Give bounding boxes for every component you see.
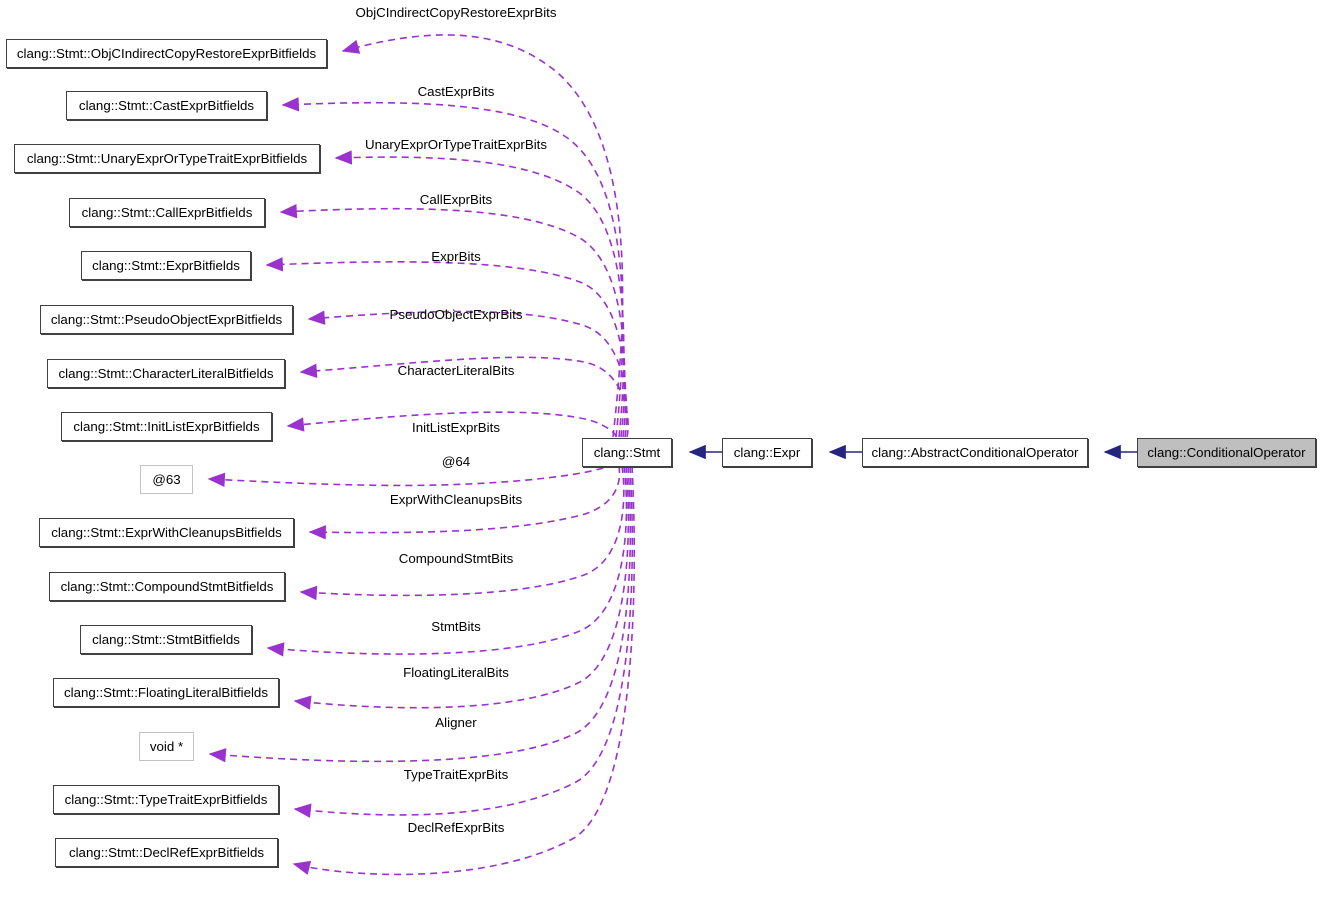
node-exprb[interactable]: clang::Stmt::ExprBitfields (81, 251, 251, 280)
node-floatlit[interactable]: clang::Stmt::FloatingLiteralBitfields (53, 678, 279, 707)
node-label: clang::Stmt::ExprBitfields (92, 257, 240, 273)
edge-label: CallExprBits (419, 192, 493, 207)
usage-edge-declref (292, 465, 636, 876)
node-label: void * (149, 738, 184, 754)
node-cast[interactable]: clang::Stmt::CastExprBitfields (66, 91, 267, 120)
usage-edge-typetrait (293, 465, 634, 818)
usage-edge-exprb (265, 257, 627, 438)
node-objc[interactable]: clang::Stmt::ObjCIndirectCopyRestoreExpr… (6, 39, 327, 68)
node-label: clang::Stmt::PseudoObjectExprBitfields (50, 311, 283, 327)
edge-label: CompoundStmtBits (398, 551, 514, 566)
node-stmt[interactable]: clang::Stmt (582, 438, 672, 467)
edge-label: StmtBits (431, 619, 481, 634)
usage-edge-unary (334, 150, 625, 438)
edge-label: ExprWithCleanupsBits (389, 492, 523, 507)
edge-label: InitListExprBits (412, 420, 500, 435)
node-conditional[interactable]: clang::ConditionalOperator (1137, 438, 1316, 467)
edge-label: ExprBits (431, 249, 481, 264)
node-expr[interactable]: clang::Expr (722, 438, 812, 467)
edge-label: TypeTraitExprBits (403, 767, 509, 782)
usage-edge-compound (299, 465, 625, 601)
node-label: clang::Stmt::ObjCIndirectCopyRestoreExpr… (16, 45, 317, 61)
node-label: clang::Stmt::UnaryExprOrTypeTraitExprBit… (26, 150, 308, 166)
node-unary[interactable]: clang::Stmt::UnaryExprOrTypeTraitExprBit… (14, 144, 320, 173)
usage-edge-cast (281, 97, 624, 438)
node-label: clang::Stmt::InitListExprBitfields (73, 418, 260, 434)
node-label: clang::Stmt::CastExprBitfields (78, 97, 255, 113)
node-typetrait[interactable]: clang::Stmt::TypeTraitExprBitfields (53, 785, 279, 814)
usage-edges (207, 34, 636, 876)
edge-label: CharacterLiteralBits (397, 363, 515, 378)
node-cleanups[interactable]: clang::Stmt::ExprWithCleanupsBitfields (39, 518, 294, 547)
usage-edge-pseudo (307, 310, 628, 438)
node-voidptr[interactable]: void * (139, 732, 194, 761)
usage-edge-call (279, 204, 626, 438)
node-abstractcond[interactable]: clang::AbstractConditionalOperator (862, 438, 1088, 467)
node-stmtbits[interactable]: clang::Stmt::StmtBitfields (80, 625, 252, 654)
node-label: clang::Stmt::CharacterLiteralBitfields (58, 365, 274, 381)
node-label: clang::Stmt::CompoundStmtBitfields (60, 578, 274, 594)
node-label: clang::Expr (733, 444, 801, 460)
node-label: clang::Stmt::StmtBitfields (92, 631, 240, 647)
node-compound[interactable]: clang::Stmt::CompoundStmtBitfields (49, 572, 285, 601)
node-label: clang::Stmt::ExprWithCleanupsBitfields (51, 524, 282, 540)
node-label: clang::Stmt::TypeTraitExprBitfields (64, 791, 268, 807)
edge-label: ObjCIndirectCopyRestoreExprBits (355, 5, 557, 20)
node-label: clang::Stmt::DeclRefExprBitfields (68, 844, 265, 860)
edge-label: @64 (441, 454, 471, 469)
node-initlist[interactable]: clang::Stmt::InitListExprBitfields (61, 412, 272, 441)
usage-edge-objc (341, 34, 624, 438)
usage-edge-initlist (286, 411, 617, 438)
node-label: clang::ConditionalOperator (1147, 444, 1306, 460)
node-label: clang::AbstractConditionalOperator (871, 444, 1079, 460)
node-pseudo[interactable]: clang::Stmt::PseudoObjectExprBitfields (40, 305, 293, 334)
node-call[interactable]: clang::Stmt::CallExprBitfields (69, 198, 265, 227)
node-label: clang::Stmt::FloatingLiteralBitfields (64, 684, 268, 700)
usage-edge-at63 (207, 462, 615, 487)
edge-label: UnaryExprOrTypeTraitExprBits (364, 137, 548, 152)
edge-label: DeclRefExprBits (407, 820, 505, 835)
edge-label: CastExprBits (417, 84, 495, 99)
usage-edge-floatlit (293, 465, 630, 710)
node-label: clang::Stmt (593, 444, 661, 460)
node-charlit[interactable]: clang::Stmt::CharacterLiteralBitfields (47, 359, 285, 388)
usage-edge-voidptr (208, 465, 632, 763)
edge-label: Aligner (435, 715, 477, 730)
node-declref[interactable]: clang::Stmt::DeclRefExprBitfields (55, 838, 278, 867)
node-label: clang::Stmt::CallExprBitfields (81, 204, 253, 220)
usage-edge-charlit (299, 356, 629, 438)
node-at63[interactable]: @63 (140, 465, 193, 494)
node-label: @63 (152, 471, 181, 487)
usage-edge-cleanups (308, 465, 621, 540)
edge-label: FloatingLiteralBits (403, 665, 509, 680)
usage-edge-stmtbits (266, 465, 628, 657)
edge-label: PseudoObjectExprBits (389, 307, 523, 322)
